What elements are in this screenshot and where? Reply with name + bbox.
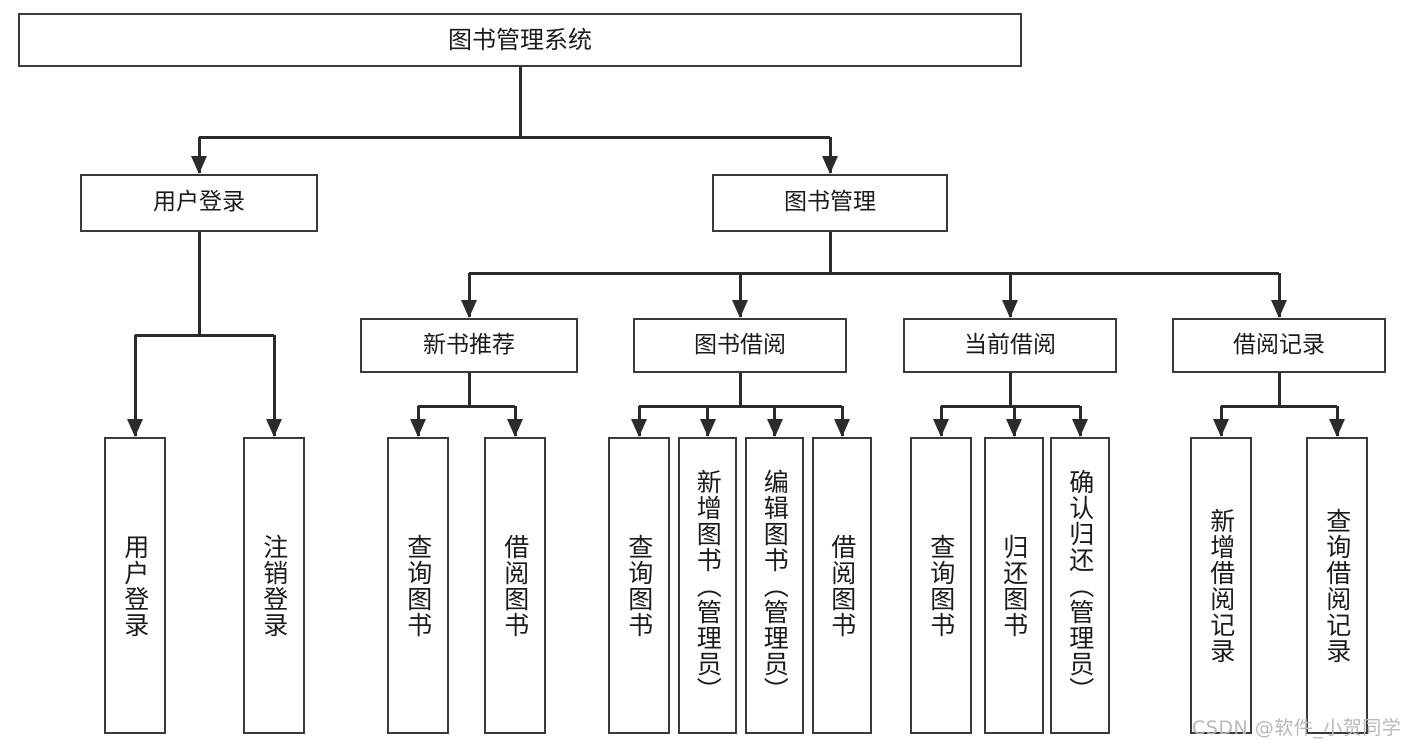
node-label: 查询借阅记录 (1322, 507, 1352, 664)
arrow-head-icon (507, 419, 523, 437)
node-label: 编辑图书（管理员） (760, 468, 790, 703)
arrow-head-icon (1006, 419, 1022, 437)
node-label: 查询图书 (403, 533, 433, 638)
arrow-head-icon (1329, 419, 1345, 437)
connector-stem (197, 232, 201, 335)
arrow-head-icon (933, 419, 949, 437)
node-label: 图书借阅 (694, 331, 786, 358)
connector-drop (272, 335, 276, 436)
connector-drop (738, 273, 742, 317)
node-label: 借阅图书 (500, 533, 530, 638)
connector-root-bus (199, 135, 830, 139)
arrow-head-icon (834, 419, 850, 437)
connector-bus (469, 271, 1279, 275)
node-new-book-rec[interactable]: 新书推荐 (360, 318, 578, 373)
node-label: 新增图书（管理员） (693, 468, 723, 703)
node-leaf-edit-book-admin[interactable]: 编辑图书（管理员） (745, 437, 804, 734)
arrow-head-icon (191, 156, 207, 174)
connector-stem (828, 232, 832, 273)
node-label: 图书管理系统 (448, 25, 592, 54)
node-leaf-add-book-admin[interactable]: 新增图书（管理员） (678, 437, 737, 734)
node-label: 查询图书 (624, 533, 654, 638)
watermark-text: CSDN @软件_小贺同学 (1192, 717, 1402, 739)
node-leaf-borrow-book-rec[interactable]: 借阅图书 (484, 437, 546, 734)
connector-bus (639, 404, 842, 408)
connector-drop (197, 137, 201, 173)
arrow-head-icon (1002, 300, 1018, 318)
connector-bus (1221, 404, 1337, 408)
connector-drop (133, 335, 137, 436)
node-leaf-user-logout[interactable]: 注销登录 (243, 437, 305, 734)
arrow-head-icon (631, 419, 647, 437)
node-leaf-query-book-cur[interactable]: 查询图书 (910, 437, 972, 734)
node-leaf-query-borrow-record[interactable]: 查询借阅记录 (1306, 437, 1368, 734)
node-label: 注销登录 (259, 533, 289, 638)
node-borrow-record[interactable]: 借阅记录 (1172, 318, 1386, 373)
arrow-head-icon (410, 419, 426, 437)
arrow-head-icon (822, 156, 838, 174)
node-label: 用户登录 (153, 189, 245, 216)
node-label: 查询图书 (926, 533, 956, 638)
node-current-borrow[interactable]: 当前借阅 (903, 318, 1117, 373)
node-root[interactable]: 图书管理系统 (18, 13, 1022, 67)
node-user-login[interactable]: 用户登录 (80, 174, 318, 232)
arrow-head-icon (699, 419, 716, 437)
node-label: 当前借阅 (964, 331, 1056, 358)
node-leaf-query-book-borrow[interactable]: 查询图书 (608, 437, 670, 734)
connector-stem (738, 373, 742, 406)
node-leaf-return-book[interactable]: 归还图书 (984, 437, 1044, 734)
node-leaf-query-book-rec[interactable]: 查询图书 (387, 437, 449, 734)
arrow-head-icon (461, 300, 477, 318)
node-leaf-confirm-return-admin[interactable]: 确认归还（管理员） (1050, 437, 1110, 734)
arrow-head-icon (1072, 419, 1088, 437)
node-label: 归还图书 (999, 533, 1029, 638)
arrow-head-icon (1213, 419, 1229, 437)
node-label: 图书管理 (784, 189, 876, 216)
arrow-head-icon (266, 419, 282, 437)
node-label: 新增借阅记录 (1206, 507, 1236, 664)
connector-drop (1277, 273, 1281, 317)
connector-stem (1008, 373, 1012, 406)
connector-drop (467, 273, 471, 317)
node-label: 借阅记录 (1233, 331, 1325, 358)
arrow-head-icon (1271, 300, 1287, 318)
connector-bus (418, 404, 515, 408)
node-leaf-add-borrow-record[interactable]: 新增借阅记录 (1190, 437, 1252, 734)
connector-stem (1277, 373, 1281, 406)
arrow-head-icon (732, 300, 748, 318)
connector-bus (135, 333, 274, 337)
node-leaf-user-login[interactable]: 用户登录 (104, 437, 166, 734)
arrow-head-icon (766, 419, 783, 437)
arrow-head-icon (127, 419, 143, 437)
node-label: 用户登录 (120, 533, 150, 638)
node-label: 确认归还（管理员） (1065, 468, 1095, 703)
connector-stem (467, 373, 471, 406)
node-label: 借阅图书 (827, 533, 857, 638)
connector-drop (828, 137, 832, 173)
connector-root-stem (518, 67, 522, 137)
node-book-borrow[interactable]: 图书借阅 (633, 318, 847, 373)
node-leaf-borrow-book[interactable]: 借阅图书 (812, 437, 872, 734)
connector-bus (941, 404, 1080, 408)
node-book-manage[interactable]: 图书管理 (712, 174, 948, 232)
connector-drop (1008, 273, 1012, 317)
node-label: 新书推荐 (423, 331, 515, 358)
